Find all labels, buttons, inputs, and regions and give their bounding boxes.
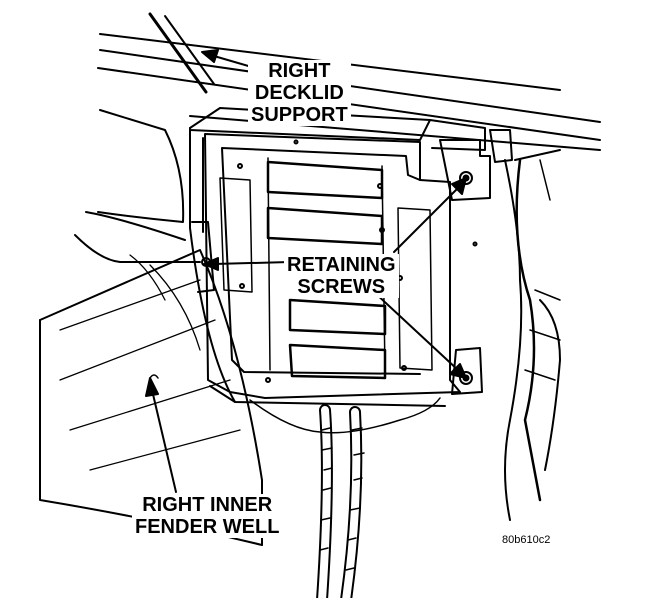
inner-fender-well-label-line1: RIGHT INNER — [142, 494, 273, 516]
trim-panel — [85, 109, 186, 241]
decklid-support-label-line2: DECKLID — [254, 82, 344, 104]
decklid-support-label-line3: SUPPORT — [251, 104, 348, 126]
amplifier-module — [189, 107, 486, 407]
figure-id: 80b610c2 — [502, 534, 551, 546]
wiring-harness — [249, 129, 561, 598]
retaining-screws-label: RETAINING SCREWS — [284, 254, 399, 298]
inner-fender-well — [39, 234, 263, 546]
leader-arrows — [145, 49, 467, 493]
inner-fender-well-label: RIGHT INNER FENDER WELL — [132, 494, 283, 538]
decklid-support-label-line1: RIGHT — [268, 60, 331, 82]
decklid-support-label: RIGHT DECKLID SUPPORT — [248, 60, 351, 126]
retaining-screws-label-line1: RETAINING — [287, 254, 396, 276]
inner-fender-well-label-line2: FENDER WELL — [135, 516, 280, 538]
retaining-screws-label-line2: SCREWS — [297, 276, 386, 298]
